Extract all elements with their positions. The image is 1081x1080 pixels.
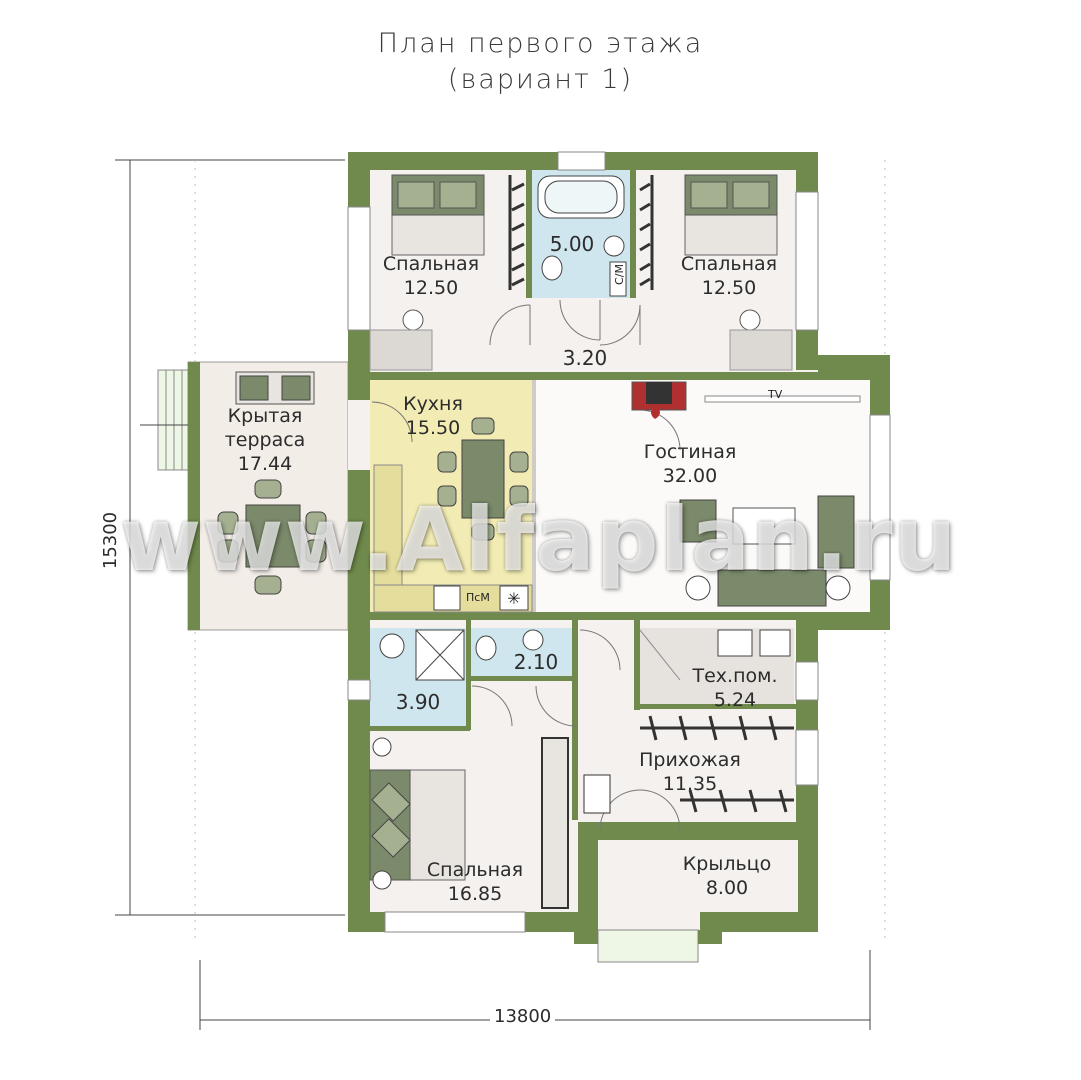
dimension-height: 15300	[100, 507, 122, 574]
bed-bottom-left	[369, 737, 569, 909]
room-tech: Тех.пом.5.24	[692, 665, 778, 711]
plan-title: План первого этажа	[377, 28, 704, 59]
watermark: www.Alfaplan.ru	[120, 488, 958, 591]
bed-top-right	[684, 174, 793, 371]
walls	[348, 152, 890, 932]
dimension-lines	[115, 159, 886, 1030]
kitchen-furniture: ✳	[373, 417, 533, 613]
tv-label: TV	[768, 388, 783, 401]
washer-label: С/М	[612, 264, 626, 285]
svg-text:✳: ✳	[507, 589, 520, 608]
room-shower: 3.90	[395, 690, 441, 714]
room-bathroom-top: 5.00	[549, 232, 595, 256]
windows	[347, 151, 891, 933]
dimension-width: 13800	[490, 1006, 556, 1027]
living-furniture	[631, 381, 861, 607]
bathroom-top-fixtures	[537, 175, 627, 297]
tech-room-equipment	[639, 629, 791, 681]
bathroom-bottom-fixtures	[379, 629, 544, 681]
dishwasher-label: ПсМ	[466, 591, 490, 604]
wardrobes-top	[508, 175, 654, 290]
plan-variant: (вариант 1)	[447, 64, 634, 95]
terrace-furniture	[217, 371, 327, 595]
doors	[371, 299, 681, 831]
hall-wardrobes	[583, 715, 794, 814]
bed-top-left	[369, 174, 485, 371]
room-hall-top: 3.20	[562, 346, 608, 370]
room-bathroom-small: 2.10	[513, 650, 559, 674]
